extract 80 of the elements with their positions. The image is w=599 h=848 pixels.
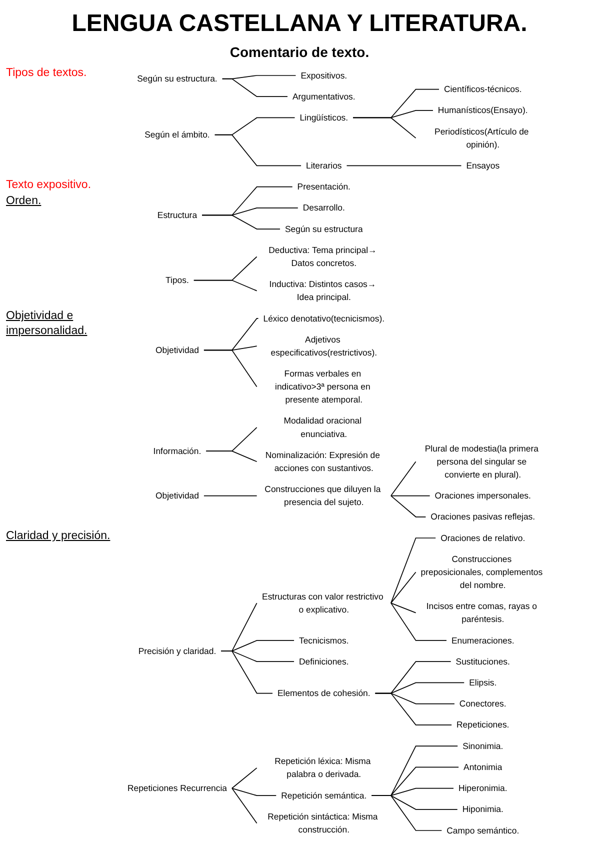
section-heading: Tipos de textos. bbox=[6, 66, 88, 81]
subsection-heading: Orden. bbox=[6, 194, 42, 208]
node-text: Sustituciones. bbox=[456, 656, 510, 666]
connector bbox=[390, 572, 416, 604]
node-text: Repeticiones. bbox=[456, 720, 510, 730]
node-text: Elementos de cohesión. bbox=[277, 688, 370, 698]
node-text: Precisión y claridad. bbox=[138, 646, 216, 656]
connector bbox=[371, 795, 442, 831]
node-text: Repetición semántica. bbox=[281, 790, 367, 800]
connector bbox=[232, 768, 258, 789]
node-text: Expositivos. bbox=[300, 70, 348, 80]
node-text: Oraciones pasivas reflejas. bbox=[430, 512, 536, 522]
node-text: Lingüísticos. bbox=[300, 112, 348, 122]
connector bbox=[206, 450, 258, 462]
connector bbox=[390, 538, 436, 604]
node-text: Antonimia bbox=[464, 762, 502, 772]
node-text: Conectores. bbox=[459, 698, 506, 708]
node-text: Repetición léxica: Misma palabra o derivada. bbox=[274, 756, 371, 780]
node-text: Elipsis. bbox=[469, 677, 497, 688]
node-text: Plural de modestia(la primera persona del singular se convierte en plural). bbox=[424, 443, 538, 480]
connector bbox=[390, 602, 447, 641]
node-text: Definiciones. bbox=[299, 656, 349, 666]
connector bbox=[232, 788, 277, 796]
connector bbox=[220, 650, 273, 694]
node-text: Hiponimia. bbox=[462, 804, 504, 814]
node-text: Inductiva: Distintos casos→ Idea principal. bbox=[269, 279, 376, 302]
node-text: Según el ámbito. bbox=[144, 130, 210, 140]
node-text: Repeticiones Recurrencia bbox=[127, 782, 228, 793]
connector bbox=[352, 117, 416, 138]
node-text: Estructuras con valor restrictivo o explicativo. bbox=[262, 591, 384, 614]
connector bbox=[390, 461, 416, 496]
connector bbox=[202, 214, 280, 230]
node-text: Hiperonimia. bbox=[458, 782, 508, 793]
node-text: Según su estructura. bbox=[137, 73, 218, 84]
node-text: Tipos. bbox=[166, 275, 189, 285]
node-text: Sinonimia. bbox=[462, 740, 504, 751]
node-text: Nominalización: Expresión de acciones con sustantivos. bbox=[265, 450, 380, 473]
connector bbox=[390, 602, 416, 614]
node-text: Enumeraciones. bbox=[451, 635, 514, 646]
connector bbox=[390, 495, 430, 496]
node-text: Léxico denotativo(tecnicismos). bbox=[263, 313, 385, 324]
node-text: Campo semántico. bbox=[446, 825, 520, 836]
node-text: Incisos entre comas, rayas o paréntesis. bbox=[426, 601, 537, 624]
section-heading: Texto expositivo. bbox=[6, 178, 92, 192]
connector bbox=[374, 692, 452, 726]
node-text: Construcciones que diluyen la presencia del sujeto. bbox=[264, 484, 381, 507]
node-text: Ensayos bbox=[466, 160, 500, 170]
connector bbox=[193, 280, 258, 292]
node-text: Modalidad oracional enunciativa. bbox=[284, 416, 362, 439]
title: LENGUA CASTELLANA Y LITERATURA. bbox=[72, 10, 528, 38]
node-text: Argumentativos. bbox=[292, 91, 356, 102]
connector bbox=[390, 495, 426, 518]
connector bbox=[214, 134, 302, 166]
node-text: Formas verbales en indicativo>3ª persona en presente atemporal. bbox=[275, 368, 370, 404]
node-text: Literarios bbox=[306, 160, 342, 170]
node-text: Repetición sintáctica: Misma construcción. bbox=[268, 811, 378, 834]
subsection-heading: Claridad y precisión. bbox=[6, 528, 112, 544]
node-text: Desarrollo. bbox=[302, 202, 345, 213]
connector bbox=[232, 788, 258, 824]
node-text: Estructura bbox=[157, 210, 198, 220]
connector bbox=[346, 165, 462, 166]
node-text: Oraciones impersonales. bbox=[434, 490, 531, 500]
node-text: Oraciones de relativo. bbox=[440, 532, 526, 543]
subtitle: Comentario de texto. bbox=[230, 44, 370, 60]
connector bbox=[204, 350, 258, 388]
node-text: Tecnicismos. bbox=[299, 635, 349, 646]
node-text: Humanísticos(Ensayo). bbox=[438, 105, 528, 116]
node-text: Adjetivos especificativos(restrictivos). bbox=[270, 334, 378, 358]
node-text: Periodísticos(Artículo de opinión). bbox=[434, 126, 529, 150]
node-text: Objetividad bbox=[155, 490, 199, 500]
node-text: Deductiva: Tema principal→ Datos concretos. bbox=[268, 244, 377, 268]
connector bbox=[204, 495, 258, 496]
connector bbox=[222, 78, 288, 98]
node-text: Construcciones preposicionales, complementos del nombre. bbox=[420, 554, 543, 590]
node-text: Objetividad bbox=[155, 344, 199, 355]
node-text: Científicos-técnicos. bbox=[444, 84, 522, 94]
node-text: Según su estructura bbox=[284, 224, 363, 234]
node-text: Información. bbox=[153, 446, 202, 456]
subsection-heading: Objetividad e impersonalidad. bbox=[6, 309, 88, 338]
node-text: Presentación. bbox=[297, 182, 350, 192]
